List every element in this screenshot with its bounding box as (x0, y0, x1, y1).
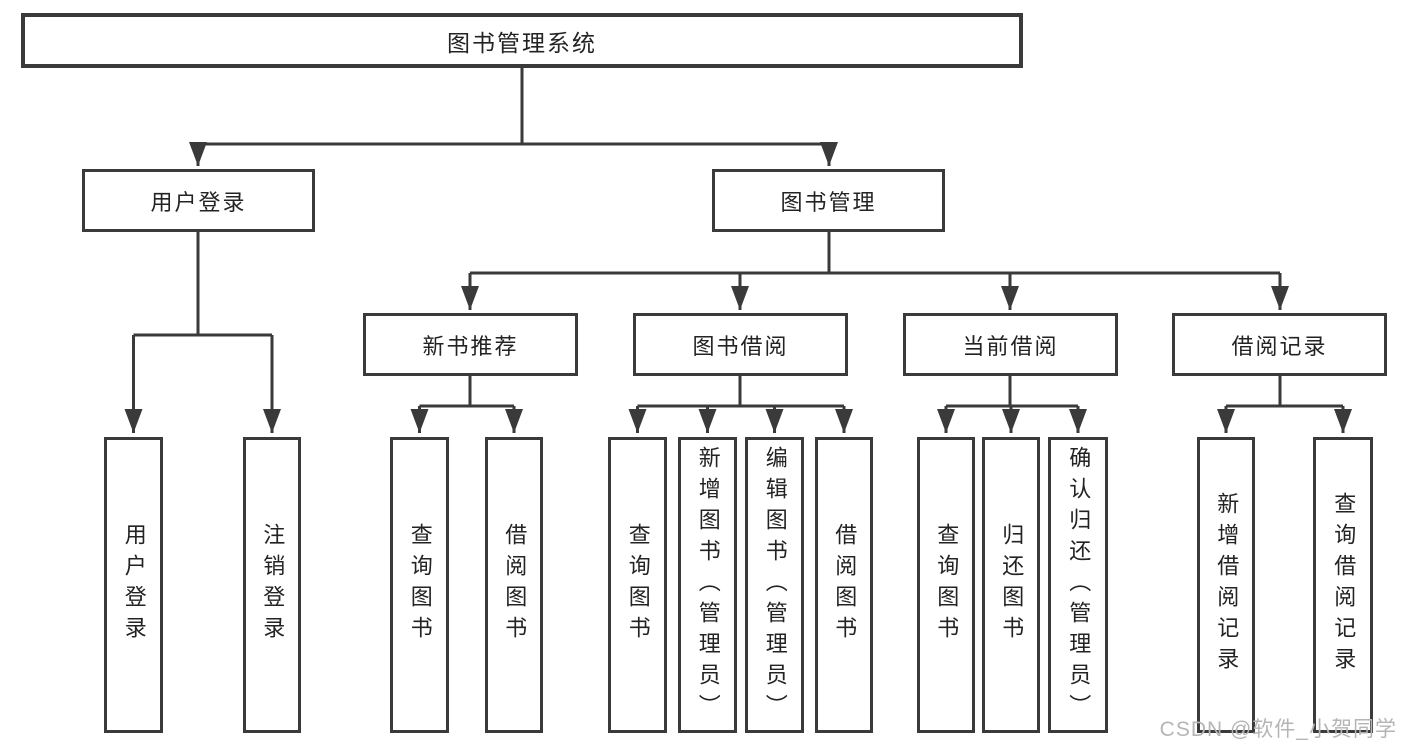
leaf-nb-borrow-books: 借阅图书 (485, 437, 543, 733)
leaf-bb-add-books-admin-label: 新增图书（管理员） (695, 445, 721, 725)
leaf-br-query-record: 查询借阅记录 (1313, 437, 1373, 733)
leaf-user-login-label: 用户登录 (121, 523, 147, 647)
leaf-nb-query-books: 查询图书 (390, 437, 449, 733)
node-book-management-label: 图书管理 (780, 189, 877, 215)
leaf-user-login: 用户登录 (104, 437, 163, 733)
leaf-bb-borrow-books: 借阅图书 (815, 437, 873, 733)
leaf-bb-add-books-admin: 新增图书（管理员） (678, 437, 737, 733)
connector-book-borrow-trunk (637, 376, 844, 408)
leaf-br-add-record-label: 新增借阅记录 (1214, 492, 1240, 678)
watermark: CSDN @软件_小贺同学 (1159, 718, 1397, 741)
leaf-bb-borrow-books-label: 借阅图书 (832, 523, 858, 647)
leaf-cb-confirm-return-admin-label: 确认归还（管理员） (1066, 445, 1092, 725)
node-root-system-label: 图书管理系统 (447, 29, 597, 56)
node-borrow-records-label: 借阅记录 (1231, 333, 1328, 359)
leaf-cb-confirm-return-admin: 确认归还（管理员） (1048, 437, 1108, 733)
connector-user-login-trunk (133, 232, 272, 337)
connector-borrow-records-trunk (1226, 376, 1343, 408)
leaf-cb-query-books-label: 查询图书 (934, 523, 960, 647)
leaf-br-add-record: 新增借阅记录 (1197, 437, 1255, 733)
node-current-borrow: 当前借阅 (903, 313, 1118, 376)
leaf-logout: 注销登录 (243, 437, 301, 733)
leaf-bb-query-books: 查询图书 (608, 437, 667, 733)
leaf-cb-return-books: 归还图书 (982, 437, 1040, 733)
node-book-borrow-label: 图书借阅 (692, 333, 789, 359)
connector-root-trunk (198, 68, 829, 146)
leaf-nb-borrow-books-label: 借阅图书 (502, 523, 528, 647)
node-root-system: 图书管理系统 (21, 13, 1023, 68)
leaf-cb-return-books-label: 归还图书 (999, 523, 1025, 647)
node-book-borrow: 图书借阅 (633, 313, 848, 376)
node-user-login-label: 用户登录 (150, 189, 247, 215)
connector-new-book-trunk (419, 376, 514, 408)
node-new-book-recommend: 新书推荐 (363, 313, 578, 376)
leaf-bb-edit-books-admin-label: 编辑图书（管理员） (762, 445, 788, 725)
leaf-logout-label: 注销登录 (260, 523, 286, 647)
leaf-bb-edit-books-admin: 编辑图书（管理员） (745, 437, 804, 733)
node-new-book-recommend-label: 新书推荐 (422, 333, 519, 359)
node-book-management: 图书管理 (712, 169, 945, 232)
leaf-bb-query-books-label: 查询图书 (625, 523, 651, 647)
node-user-login: 用户登录 (82, 169, 315, 232)
connector-book-management-trunk (470, 232, 1280, 275)
node-current-borrow-label: 当前借阅 (962, 333, 1059, 359)
leaf-br-query-record-label: 查询借阅记录 (1331, 492, 1357, 678)
leaf-cb-query-books: 查询图书 (917, 437, 975, 733)
leaf-nb-query-books-label: 查询图书 (407, 523, 433, 647)
node-borrow-records: 借阅记录 (1172, 313, 1387, 376)
connector-current-borrow-trunk (946, 376, 1078, 408)
